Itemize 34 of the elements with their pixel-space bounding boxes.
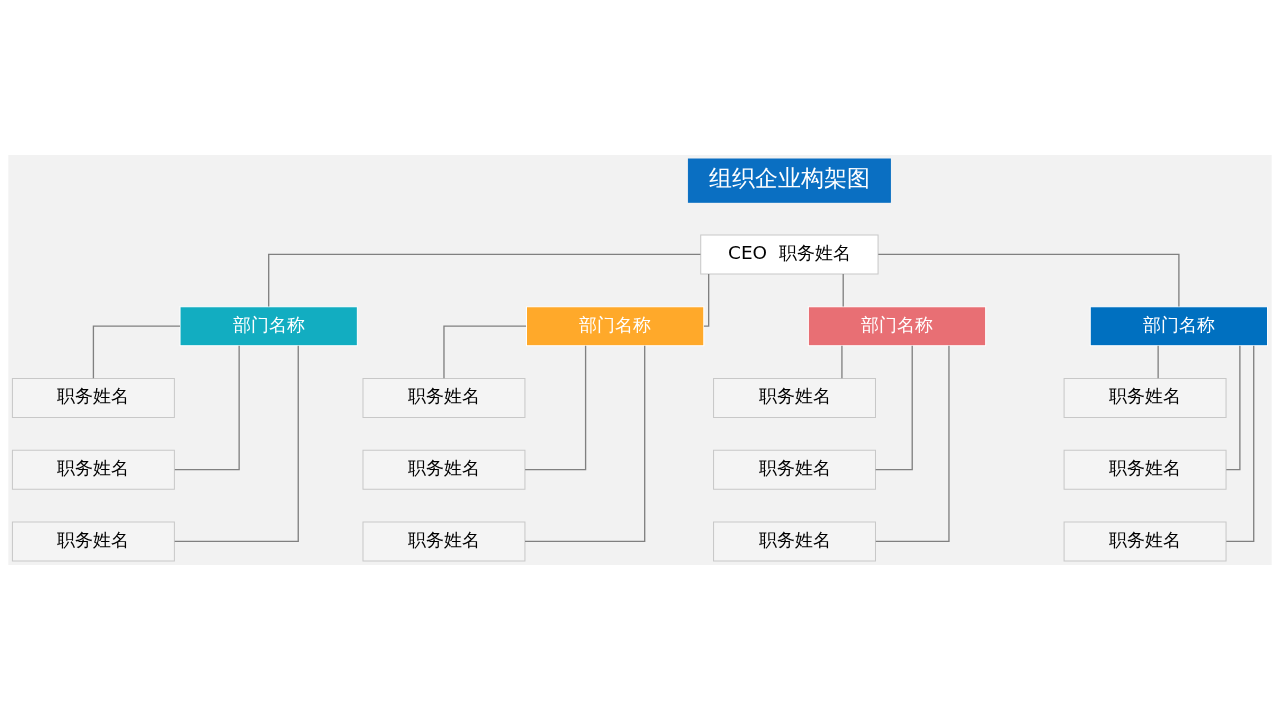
- connector: [268, 253, 702, 308]
- node-box: 职务姓名: [1063, 377, 1227, 418]
- node-box: 职务姓名: [713, 521, 876, 562]
- node-box: 职务姓名: [11, 521, 175, 562]
- node-box: 部门名称: [525, 306, 705, 347]
- connector: [443, 325, 527, 379]
- diagram-title: 组织企业构架图: [708, 165, 870, 192]
- connector: [842, 273, 844, 308]
- connector: [841, 345, 843, 379]
- connector: [1157, 345, 1159, 379]
- node-box: 职务姓名: [11, 449, 175, 490]
- connector: [524, 345, 587, 471]
- node-box: 职务姓名: [713, 449, 876, 490]
- connector: [703, 273, 710, 327]
- connector: [92, 325, 181, 379]
- connector: [174, 345, 240, 471]
- connector: [174, 345, 299, 543]
- node-box: 部门名称: [807, 306, 987, 347]
- node-box: 职务姓名: [1063, 449, 1227, 490]
- node-box: 职务姓名: [11, 377, 175, 418]
- node-box: 部门名称: [179, 306, 358, 347]
- connector: [877, 253, 1180, 308]
- node-box: 职务姓名: [362, 449, 526, 490]
- connector: [524, 345, 646, 543]
- node-box: 职务姓名: [362, 521, 526, 562]
- node-box: CEO 职务姓名: [700, 234, 879, 275]
- connector: [874, 345, 913, 471]
- node-box: 部门名称: [1089, 306, 1269, 347]
- connector: [1225, 345, 1255, 543]
- node-box: 职务姓名: [362, 377, 526, 418]
- node-box: 职务姓名: [1063, 521, 1227, 562]
- node-box: 职务姓名: [713, 377, 876, 418]
- connector: [875, 345, 950, 543]
- connector: [1225, 345, 1241, 471]
